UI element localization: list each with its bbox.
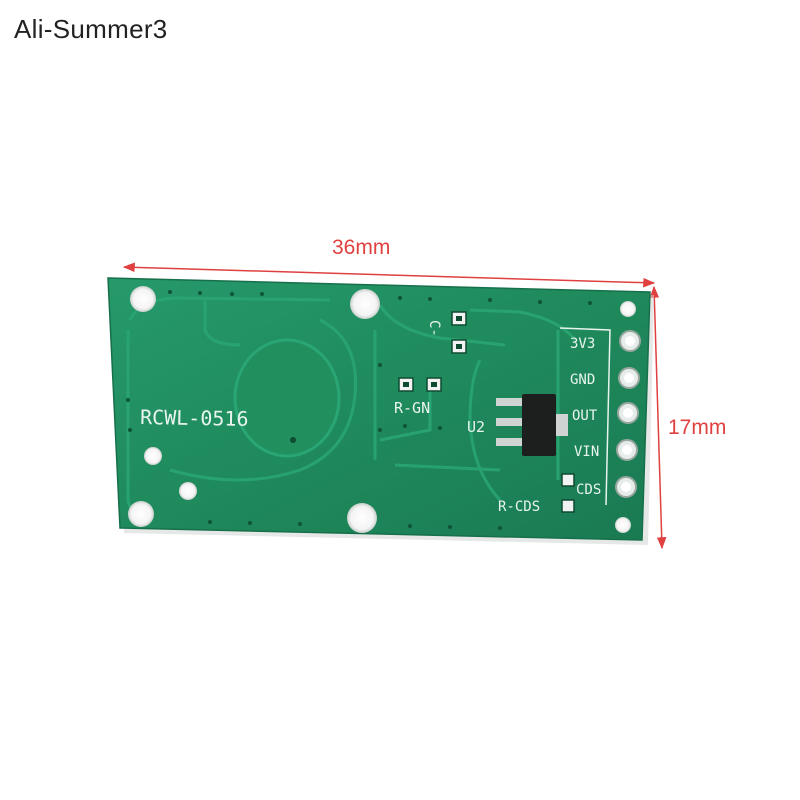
mounting-hole xyxy=(179,482,197,500)
board-model-label: RCWL-0516 xyxy=(140,405,249,431)
mounting-hole xyxy=(128,501,154,527)
resistor-gn-label: R-GN xyxy=(394,399,430,417)
capacitor-pads xyxy=(451,311,467,354)
pcb-vias xyxy=(126,290,592,530)
antenna-disc xyxy=(233,338,341,458)
height-dimension-label: 17mm xyxy=(668,416,727,439)
pin-label-3v3: 3V3 xyxy=(570,336,595,352)
voltage-regulator-u2 xyxy=(496,394,568,456)
pin-label-out: OUT xyxy=(572,408,598,424)
pin-label-vin: VIN xyxy=(574,444,599,460)
watermark-text: Ali-Summer3 xyxy=(14,14,168,44)
pin-header xyxy=(615,330,641,498)
antenna-via xyxy=(290,437,296,443)
height-dimension-arrow xyxy=(649,285,667,550)
pin-label-gnd: GND xyxy=(570,372,595,388)
width-dimension-label: 36mm xyxy=(332,236,391,259)
pcb-board xyxy=(107,277,651,541)
mounting-hole xyxy=(620,301,636,317)
capacitor-label: C- xyxy=(426,320,442,337)
resistor-cds-label: R-CDS xyxy=(498,499,540,515)
mounting-hole xyxy=(350,289,380,319)
mounting-hole xyxy=(347,503,377,533)
mounting-hole xyxy=(144,447,162,465)
regulator-label: U2 xyxy=(467,418,485,436)
pin-label-cds: CDS xyxy=(576,482,601,498)
mounting-hole xyxy=(130,286,156,312)
pin-label-frame xyxy=(559,327,611,506)
resistor-pads xyxy=(398,377,575,513)
mounting-hole xyxy=(615,517,631,533)
width-dimension-arrow xyxy=(122,262,656,288)
